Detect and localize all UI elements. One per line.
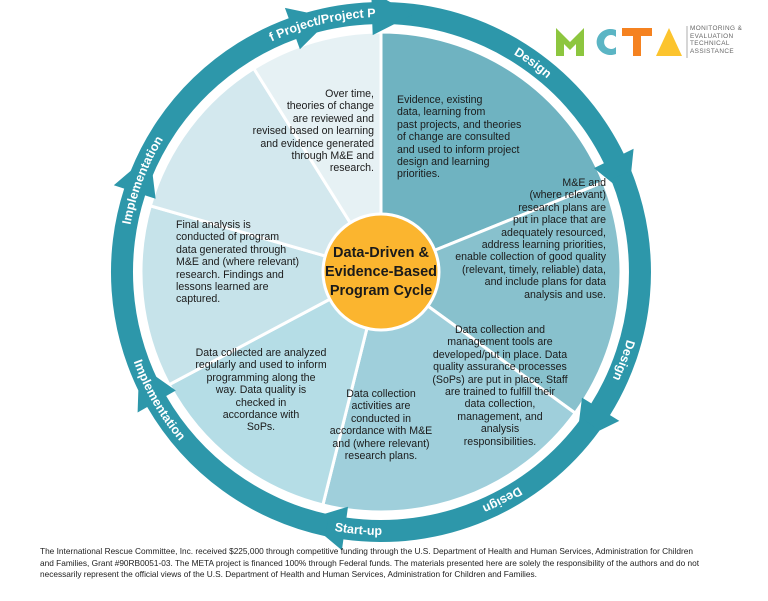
funding-disclaimer: The International Rescue Committee, Inc.… [40,546,700,580]
segment-implementation-activities [167,269,384,507]
logo-letter-e [596,29,616,55]
arrow-design-2 [576,170,651,442]
arrow-startup [305,417,600,551]
logo-letter-t [622,28,652,56]
center-title-line: Data-Driven & [333,245,429,261]
arrow-label-implementation-1: Start-up [334,520,383,538]
segment-design-me-plans [377,180,623,416]
segment-text-design-me-plans: M&E and (where relevant) research plans … [455,177,606,301]
arrow-label-design-3: End of Project/Project Phase [0,0,376,44]
arrow-design-1 [385,2,634,197]
segment-startup [321,269,578,514]
meta-logo [556,26,688,58]
segment-text-end-of-project: Final analysis is conducted of program d… [176,219,300,306]
logo-letter-m [556,28,584,56]
logo-letter-a [656,28,682,56]
arrow-implementation-2 [110,154,159,391]
segment-text-design-evidence: Evidence, existing data, learning from p… [397,94,522,181]
arrow-design-3 [306,0,413,36]
segment-implementation-analysis [139,203,385,387]
center-title-line: Program Cycle [330,283,432,299]
center-title-line: Evidence-Based [325,264,437,280]
logo-tagline: MONITORING & EVALUATION TECHNICAL ASSIST… [690,25,743,55]
segment-text-design-review: Over time, theories of change are review… [252,88,374,175]
segment-text-startup: Data collection and management tools are… [432,324,568,448]
segment-design-evidence [379,30,606,275]
center-circle [321,212,441,332]
segment-text-implementation-analysis: Data collected are analyzed regularly an… [195,347,327,434]
segment-text-implementation-activities: Data collection activities are conducted… [329,388,433,463]
arrow-implementation-1 [137,364,330,537]
